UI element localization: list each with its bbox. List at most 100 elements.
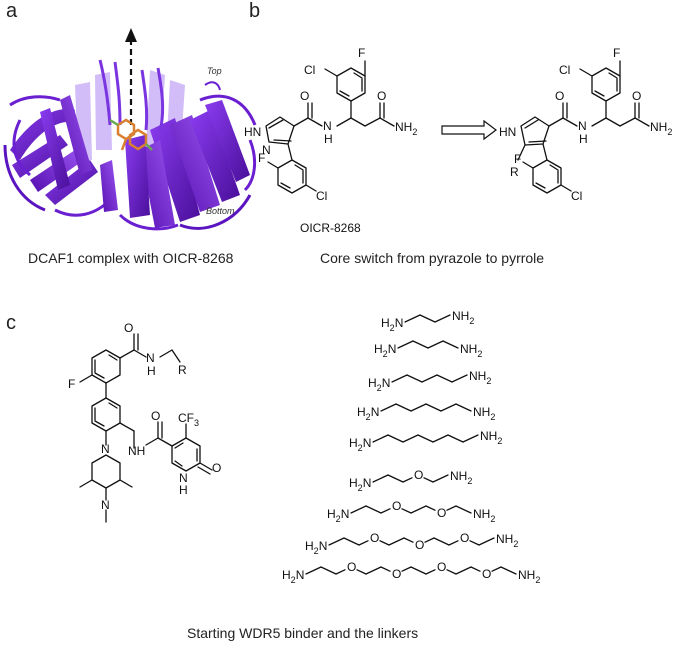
b2-HN: HN	[499, 125, 516, 139]
linker-bond	[335, 569, 346, 575]
b1-Cl-lower: Cl	[316, 189, 327, 203]
linker-bond	[448, 540, 459, 546]
linker-nh2-label: NH2	[496, 532, 518, 549]
b1-Cl-top: Cl	[304, 63, 315, 77]
linker-bond	[402, 477, 413, 483]
right-blade	[118, 81, 257, 231]
linker-bond	[350, 505, 367, 514]
b1-HN: HN	[244, 125, 261, 139]
oicr-8268-structure	[265, 60, 395, 194]
b2-R: R	[510, 165, 519, 179]
b2-NH2: NH2	[650, 120, 672, 137]
linker-h2n-label: H2N	[349, 476, 371, 493]
linker-bond	[395, 403, 412, 412]
linker-bond	[320, 566, 337, 575]
linker-bond	[380, 508, 391, 514]
linker-bond	[358, 540, 369, 546]
linker-bond	[446, 569, 457, 575]
linker-h2n-label: H2N	[381, 316, 403, 333]
linker-bond	[447, 434, 464, 443]
linker-oxygen: O	[392, 499, 401, 513]
linker-bond	[425, 403, 442, 412]
linker-bond	[343, 537, 360, 546]
linker-nh2-label: NH2	[450, 469, 472, 486]
ligand	[109, 118, 153, 151]
linker-bond	[425, 569, 436, 575]
linker-nh2-label: NH2	[460, 342, 482, 359]
linker-bond	[403, 537, 414, 543]
linker-bond	[372, 474, 389, 483]
linker-oxygen: O	[437, 560, 446, 574]
linker-bond	[433, 537, 450, 546]
linker-bond	[432, 434, 449, 443]
b1-F: F	[358, 46, 365, 60]
linker-bond	[455, 566, 472, 575]
linker-nh2-label: NH2	[480, 429, 502, 446]
linker-nh2-label: NH2	[452, 309, 474, 326]
linker-h2n-label: H2N	[349, 436, 371, 453]
b1-F-lower: F	[258, 151, 265, 165]
linker-bond	[365, 505, 382, 514]
linker-bond	[436, 374, 453, 383]
linker-bond	[410, 566, 427, 575]
c-O-pyridone: O	[212, 461, 221, 475]
linker-h2n-label: H2N	[357, 405, 379, 422]
linker-bond	[328, 537, 345, 546]
linker-bond	[455, 505, 472, 514]
linker-bond	[356, 569, 367, 575]
linker-bond	[500, 566, 517, 575]
c-H-top: H	[147, 364, 156, 378]
linker-bond	[423, 477, 434, 483]
linker-h2n-label: H2N	[305, 539, 327, 556]
linker-oxygen: O	[460, 531, 469, 545]
b2-O-amide: O	[555, 89, 564, 103]
linker-bond	[469, 540, 480, 546]
c-F: F	[68, 377, 75, 391]
linker-bond	[372, 434, 389, 443]
linker-bond	[391, 374, 408, 383]
linker-bond	[410, 505, 427, 514]
c-N-top: N	[146, 351, 155, 365]
linker-bond	[455, 403, 472, 412]
linker-oxygen: O	[392, 567, 401, 581]
panel-c-caption: Starting WDR5 binder and the linkers	[187, 625, 419, 641]
linker-h2n-label: H2N	[282, 568, 304, 585]
c-CF3: CF3	[178, 411, 199, 428]
linker-bond	[446, 505, 457, 511]
linker-bond	[402, 434, 419, 443]
b2-Cl-top: Cl	[559, 63, 570, 77]
b1-N-pyrazole: N	[262, 143, 271, 157]
transform-arrow	[441, 119, 497, 141]
linker-oxygen: O	[437, 506, 446, 520]
linker-bond	[424, 537, 435, 543]
panel-b-caption: Core switch from pyrazole to pyrrole	[320, 250, 545, 266]
b2-Cl-lower: Cl	[571, 189, 582, 203]
linker-bond	[417, 434, 434, 443]
linker-oxygen: O	[415, 538, 424, 552]
pyrrole-structure	[517, 60, 650, 194]
c-NH-amide: NH	[128, 444, 145, 458]
wdr5-binder-structure	[79, 333, 213, 523]
c-N-pip-top: N	[101, 442, 110, 456]
linker-bond	[379, 540, 390, 546]
b2-H: H	[579, 132, 588, 146]
compound-name: OICR-8268	[300, 221, 361, 235]
panel-b-letter: b	[249, 0, 261, 22]
linker-nh2-label: NH2	[473, 405, 495, 422]
c-N-pyridone: N	[179, 471, 188, 485]
b1-NH2: NH2	[395, 120, 417, 137]
linker-bond	[388, 537, 405, 546]
linker-oxygen: O	[414, 468, 423, 482]
linker-bond	[421, 374, 438, 383]
panel-c-letter: c	[6, 312, 16, 334]
linker-bond	[397, 340, 414, 349]
linker-bond	[380, 566, 391, 572]
linker-nh2-label: NH2	[473, 507, 495, 524]
linker-4: H2N NH2	[357, 403, 495, 422]
panel-a-caption: DCAF1 complex with OICR-8268	[28, 250, 234, 266]
